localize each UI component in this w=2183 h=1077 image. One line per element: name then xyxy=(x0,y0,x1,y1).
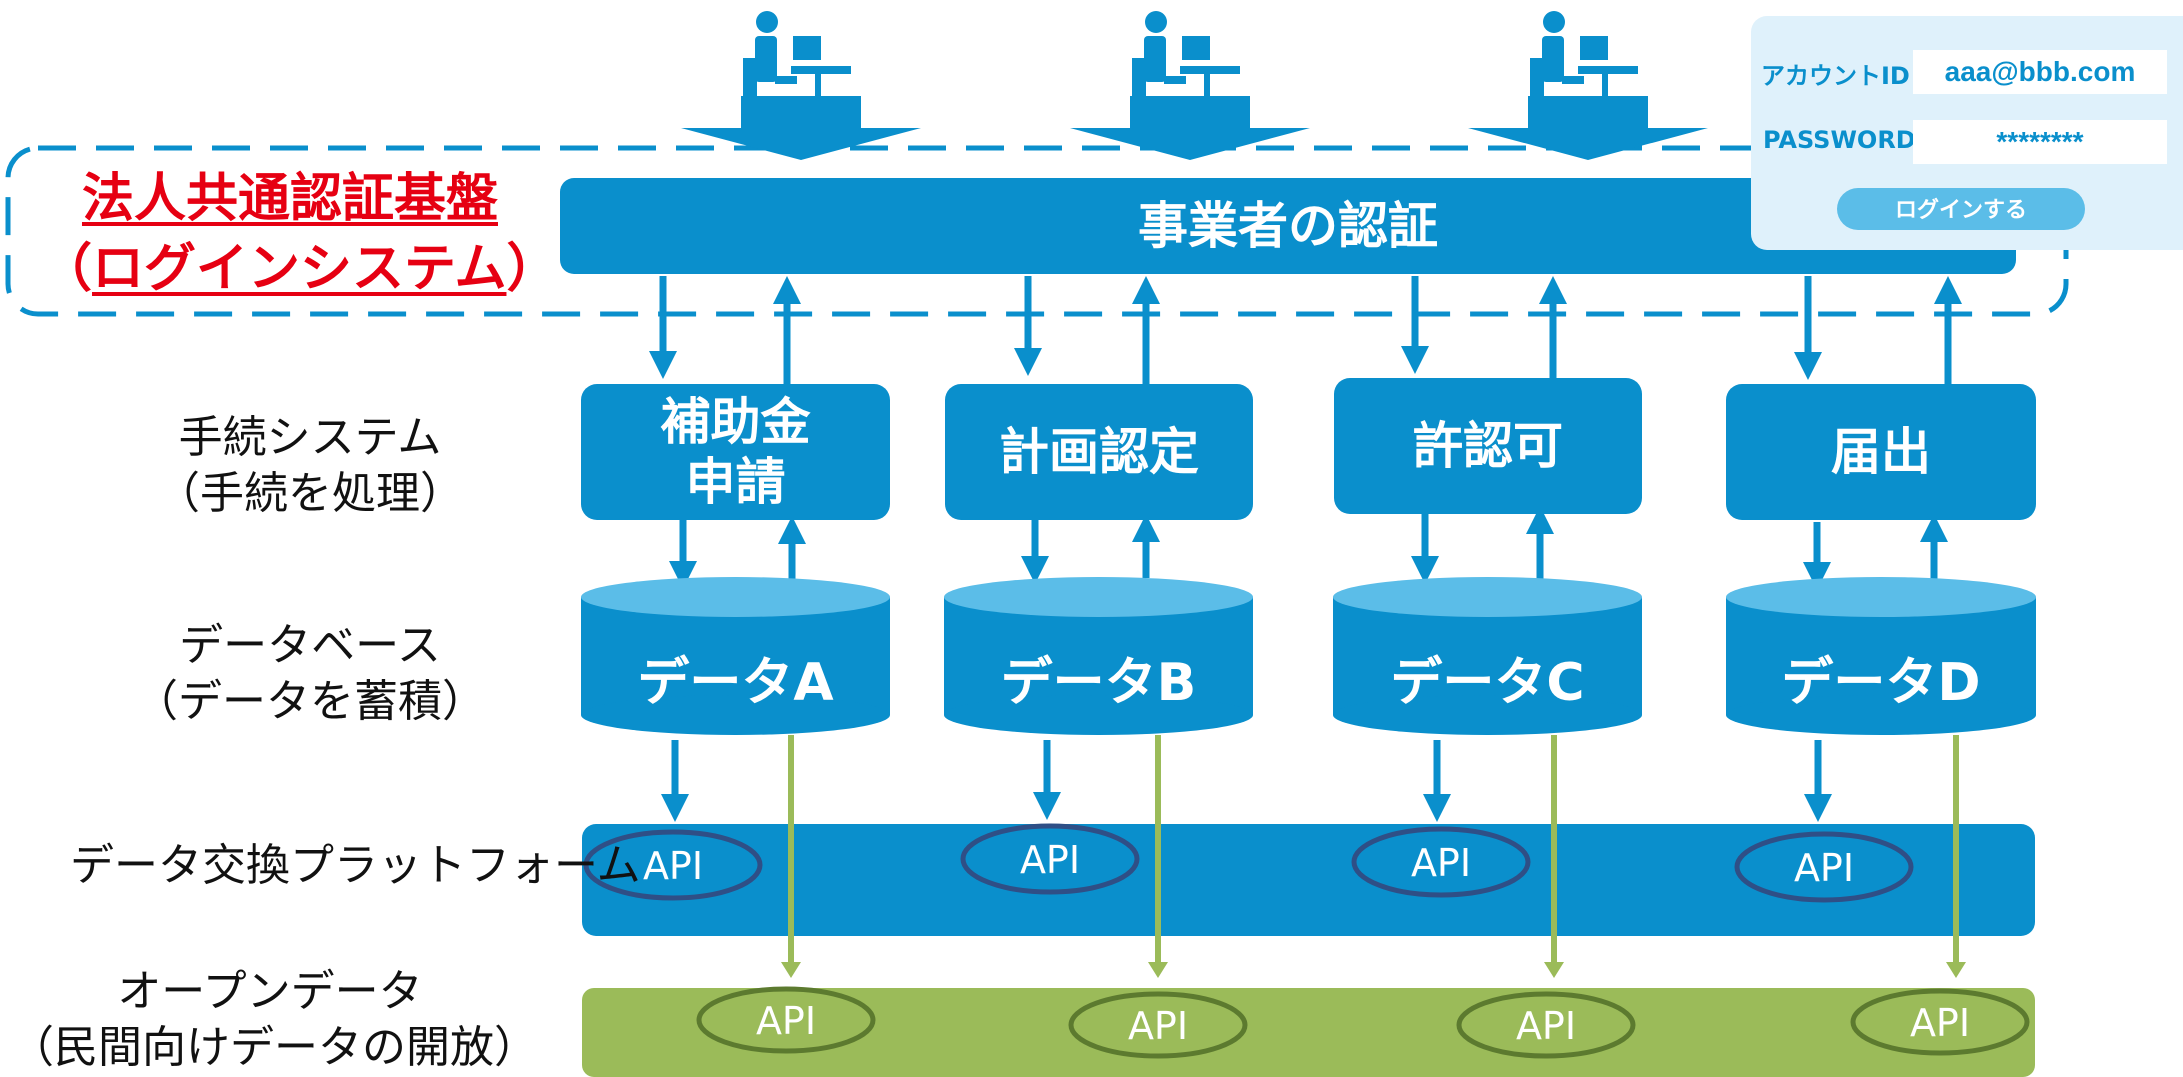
system-box-notification: 届出 xyxy=(1726,384,2036,520)
user-group-3 xyxy=(1468,11,1708,160)
exchange-api-label: API xyxy=(1410,841,1472,885)
big-down-arrow xyxy=(1468,96,1708,160)
login-panel: アカウントID PASSWORD ログインする xyxy=(1751,16,2183,250)
db-exchange-arrows xyxy=(661,740,1832,822)
login-system-title: 法人共通認証基盤 （ログインシステム） xyxy=(40,164,559,304)
exchange-api-label: API xyxy=(1019,838,1081,882)
db-cylinder-d xyxy=(1726,577,2036,735)
db-label-d: データD xyxy=(1781,653,1981,713)
big-down-arrow xyxy=(681,96,921,160)
auth-bar-label: 事業者の認証 xyxy=(1138,197,1438,255)
db-cylinder-a xyxy=(581,577,890,735)
account-id-field[interactable] xyxy=(1913,50,2167,94)
exchange-api-label: API xyxy=(642,844,704,888)
person-at-desk-icon xyxy=(1132,11,1240,110)
person-at-desk-icon xyxy=(743,11,851,110)
system-box-plan-approval: 計画認定 xyxy=(945,384,1253,520)
db-label-b: データB xyxy=(1000,653,1197,713)
db-label-a: データA xyxy=(637,653,834,713)
login-button[interactable]: ログインする xyxy=(1837,188,2085,230)
opendata-api-label: API xyxy=(1909,1001,1971,1045)
opendata-api-label: API xyxy=(1515,1004,1577,1048)
db-label-c: データC xyxy=(1390,653,1585,713)
password-field[interactable] xyxy=(1913,120,2167,164)
exchange-api-ellipses xyxy=(583,823,1914,903)
exchange-platform-bar xyxy=(582,824,2035,936)
system-box-permission: 許認可 xyxy=(1334,378,1642,514)
password-label: PASSWORD xyxy=(1763,126,1916,154)
row-label-opendata: オープンデータ （民間向けデータの開放） xyxy=(10,966,538,1073)
exchange-api-label: API xyxy=(1793,846,1855,890)
auth-system-arrows xyxy=(649,276,1962,384)
row-label-exchange: データ交換プラットフォーム xyxy=(70,840,641,891)
title-line-2: （ログインシステム） xyxy=(40,239,559,299)
system-box-subsidy: 補助金申請 xyxy=(581,384,890,520)
open-data-connectors xyxy=(788,735,1959,965)
opendata-api-ellipses xyxy=(696,986,2030,1059)
person-at-desk-icon xyxy=(1530,11,1638,110)
big-down-arrow xyxy=(1070,96,1310,160)
user-group-1 xyxy=(681,11,921,160)
user-group-2 xyxy=(1070,11,1310,160)
opendata-api-label: API xyxy=(755,999,817,1043)
db-cylinder-c xyxy=(1333,577,1642,735)
account-id-label: アカウントID xyxy=(1761,62,1910,90)
open-data-bar xyxy=(582,988,2035,1077)
open-data-arrowheads xyxy=(781,962,1966,978)
db-cylinder-b xyxy=(944,577,1253,735)
opendata-api-label: API xyxy=(1127,1004,1189,1048)
row-label-procedure: 手続システム （手続を処理） xyxy=(156,412,464,519)
system-db-arrows xyxy=(669,506,1948,590)
database-cylinders xyxy=(581,577,2036,735)
row-label-database: データベース （データを蓄積） xyxy=(134,620,486,727)
title-line-1: 法人共通認証基盤 xyxy=(81,169,498,229)
